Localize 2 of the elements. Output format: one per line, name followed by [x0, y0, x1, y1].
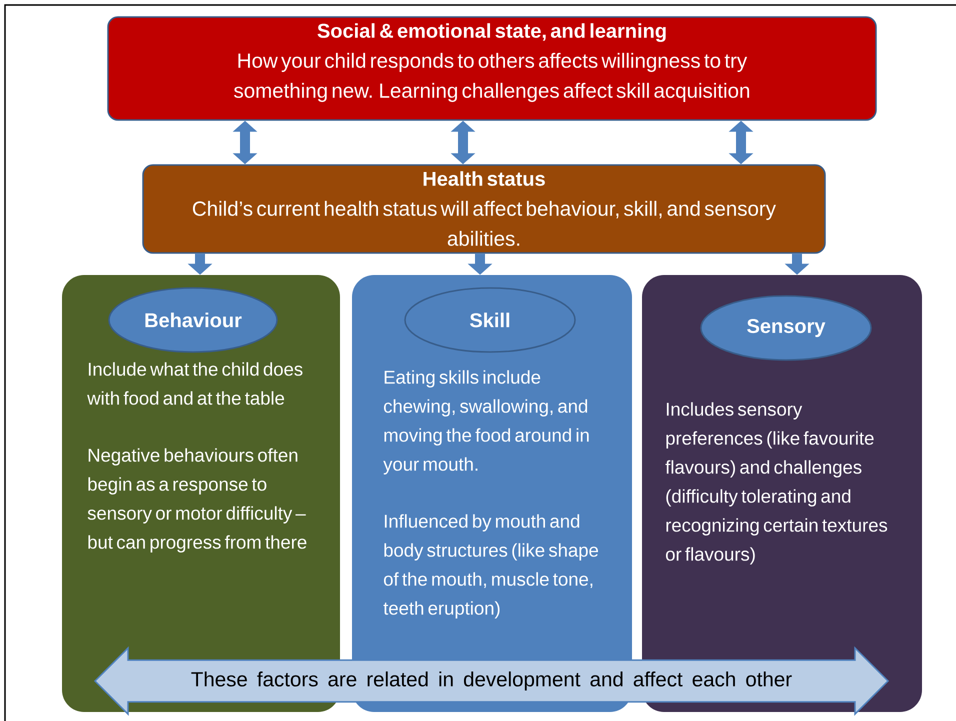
banner-box: Social & emotional state, and learning How your child responds to others affects willingness to try something new. Learning challenges affect skill acquisition [107, 16, 877, 121]
banner-box: Health status Child’s current health status will affect behaviour, skill, and sensory abilities. [142, 164, 826, 254]
